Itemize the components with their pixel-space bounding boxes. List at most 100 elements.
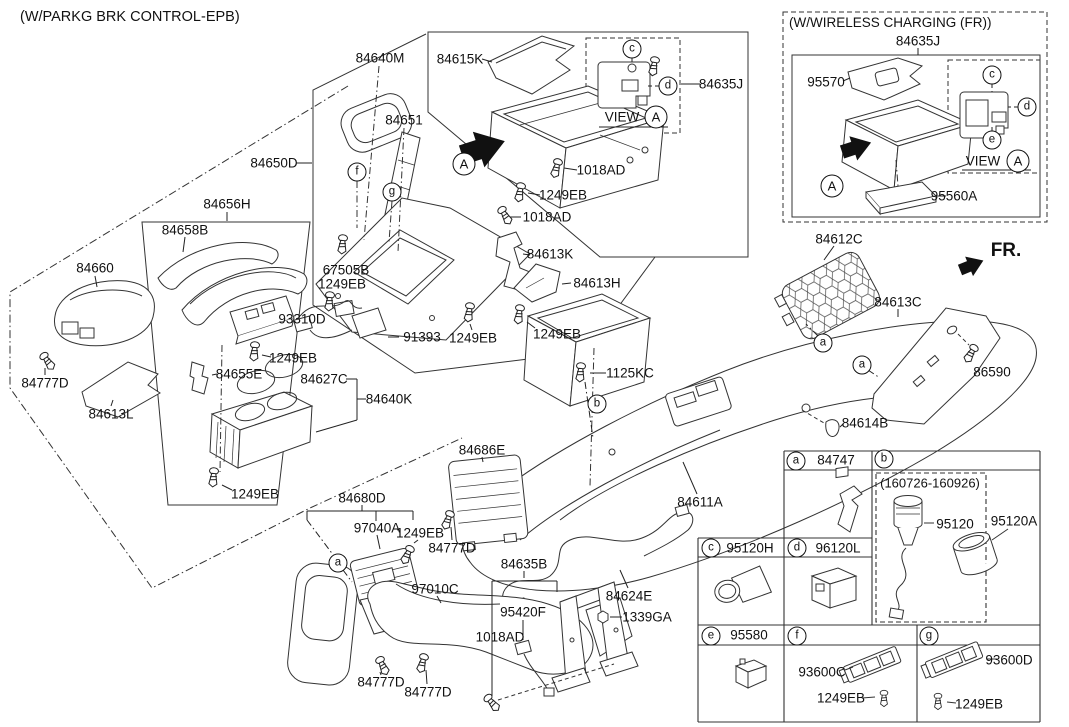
part-label-84613H: 84613H [573, 275, 621, 291]
part-label-84613C: 84613C [874, 294, 922, 310]
part-label-91393: 91393 [403, 329, 441, 345]
table-part-93600C: 93600C [798, 664, 846, 680]
armrest-lid-84660-sketch [53, 280, 155, 347]
epb-group-title: (W/PARKG BRK CONTROL-EPB) [20, 9, 240, 25]
callout-a-2: a [852, 355, 872, 375]
part-label-84655E: 84655E [215, 366, 263, 382]
clip-84614B-sketch [825, 419, 840, 437]
table-part-93600D: 93600D [985, 652, 1033, 668]
fr-direction-arrow [956, 250, 988, 280]
part-label-84651: 84651 [385, 112, 423, 128]
part-label-95570: 95570 [807, 74, 845, 90]
part-label-93310D: 93310D [278, 311, 326, 327]
table-part-95120H: 95120H [726, 540, 774, 556]
part-label-84635J-wireless: 84635J [895, 33, 941, 49]
nut-1339GA-sketch [597, 610, 609, 624]
shifter-bezel-84640M-sketch [340, 93, 413, 153]
switch-93600D-icon [920, 641, 984, 679]
table-date-range: (160726-160926) [880, 475, 980, 491]
epb-group-boundary [9, 85, 463, 589]
side-panel-84686E-sketch [448, 454, 529, 552]
cupholder-rings-84627C-sketch [236, 353, 304, 395]
part-label-84777D-1: 84777D [21, 375, 69, 391]
center-fascia-84650D-sketch [315, 197, 531, 341]
part-label-1249EB-2: 1249EB [317, 276, 367, 292]
table-callout-d: d [787, 538, 807, 558]
table-callout-a: a [786, 451, 806, 471]
view-label-wireless: VIEW [965, 153, 1001, 169]
part-label-84627C: 84627C [300, 371, 348, 387]
part-label-84658B: 84658B [161, 222, 209, 238]
part-label-84640M: 84640M [355, 50, 405, 66]
part-label-84680D: 84680D [338, 490, 386, 506]
part-label-97040A: 97040A [353, 520, 401, 536]
callout-c-wireless: c [982, 65, 1002, 85]
table-fastener-g-1249EB: 1249EB [954, 696, 1004, 712]
side-garnish-84613C-sketch [871, 307, 1001, 425]
table-part-96120L: 96120L [815, 540, 861, 556]
callout-A-main: A [452, 152, 476, 176]
callout-b: b [587, 394, 607, 414]
wiring-91393-sketch [293, 299, 387, 339]
part-label-84615K: 84615K [436, 51, 484, 67]
callout-a-3: a [328, 553, 348, 573]
part-label-84611A: 84611A [677, 494, 723, 510]
part-label-84656H: 84656H [203, 196, 251, 212]
part-label-84614B: 84614B [841, 415, 889, 431]
wireless-mat-95570-sketch [847, 57, 924, 101]
clip-84747-icon [837, 485, 863, 533]
table-part-95120: 95120 [936, 516, 974, 532]
callout-g: g [382, 182, 402, 202]
part-label-97010C: 97010C [411, 581, 459, 597]
part-label-67505B: 67505B [322, 262, 370, 278]
callout-d-wireless: d [1017, 97, 1037, 117]
part-label-1125KC: 1125KC [606, 365, 654, 381]
trim-84658B-sketch [157, 242, 279, 290]
part-label-1249EB-4: 1249EB [448, 330, 498, 346]
rear-cover-84680D-sketch [287, 562, 359, 686]
part-label-1339GA: 1339GA [622, 609, 672, 625]
socket-95120H-icon [714, 565, 773, 603]
table-part-95120A: 95120A [990, 513, 1038, 529]
part-label-1018AD-2: 1018AD [522, 209, 572, 225]
socket-95120A-icon [952, 531, 998, 576]
part-label-84635B: 84635B [500, 556, 548, 572]
fr-direction-label: FR. [990, 240, 1022, 261]
mat-84615K-sketch [487, 35, 576, 95]
part-label-95420F: 95420F [500, 604, 546, 620]
part-label-95560A: 95560A [930, 188, 978, 204]
switch-93600C-icon [838, 646, 902, 684]
storage-assembly-box [427, 31, 749, 258]
part-label-1249EB-3: 1249EB [268, 350, 318, 366]
callout-A-wireless: A [820, 174, 844, 198]
part-label-84777D-3: 84777D [357, 674, 405, 690]
connector-95420F-sketch [514, 639, 555, 697]
part-label-1018AD-3: 1018AD [475, 629, 525, 645]
mat-84613L-sketch [81, 361, 161, 418]
table-callout-e: e [701, 626, 721, 646]
part-label-1249EB-1: 1249EB [538, 187, 588, 203]
table-callout-b: b [874, 449, 894, 469]
table-part-95580: 95580 [730, 627, 768, 643]
wireless-group-box [782, 11, 1048, 223]
part-label-84612C: 84612C [815, 231, 863, 247]
connector-95580-icon [734, 658, 768, 689]
view-ref-circle-main: A [644, 105, 668, 129]
part-label-84686E: 84686E [458, 442, 506, 458]
part-label-84624E: 84624E [605, 588, 653, 604]
switch-96120L-icon [810, 466, 858, 609]
callout-f: f [347, 162, 367, 182]
table-part-84747: 84747 [817, 452, 855, 468]
view-label-main: VIEW [604, 109, 640, 125]
table-callout-f: f [787, 626, 807, 646]
cupholder-housing-84640K-sketch [209, 391, 314, 469]
callout-e-wireless: e [982, 130, 1002, 150]
part-label-84635J-main: 84635J [698, 76, 744, 92]
part-label-84640K: 84640K [365, 391, 413, 407]
tray-assembly-box-84656H [141, 221, 311, 506]
part-label-1018AD-1: 1018AD [576, 162, 626, 178]
part-label-1249EB-6: 1249EB [230, 486, 280, 502]
table-callout-c: c [701, 538, 721, 558]
